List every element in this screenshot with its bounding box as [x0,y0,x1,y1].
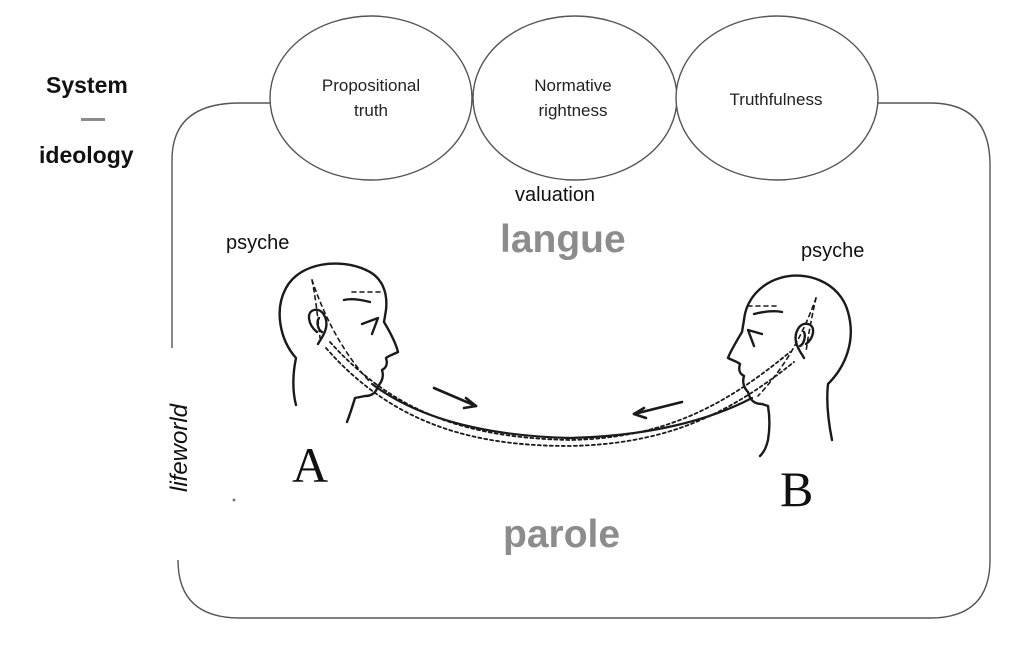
system-label: System [46,72,128,98]
system-ideology-dash [81,118,105,121]
scan-dot [232,498,236,502]
speaker-b-label: B [780,461,814,517]
claim-label-normative-rightness: Normative rightness [534,76,612,120]
claim-label-truthfulness: Truthfulness [729,90,823,109]
claim-circle-truthfulness [675,15,879,181]
claim-label-propositional-truth: Propositional truth [321,76,421,120]
claim-circle-propositional-truth [269,15,473,181]
ideology-label: ideology [39,142,134,168]
arrow-b-to-a [632,400,684,420]
lifeworld-frame [171,102,991,619]
arrow-a-to-b [432,386,478,410]
head-a-illustration [278,262,400,424]
lifeworld-label: lifeworld [166,403,193,492]
head-b-illustration [726,274,852,458]
psyche-right-label: psyche [801,240,865,262]
psyche-left-label: psyche [226,232,290,254]
valuation-label: valuation [515,184,596,206]
speaker-a-label: A [292,437,329,493]
communication-path [325,341,795,447]
langue-label: langue [500,218,626,261]
parole-label: parole [503,513,621,556]
